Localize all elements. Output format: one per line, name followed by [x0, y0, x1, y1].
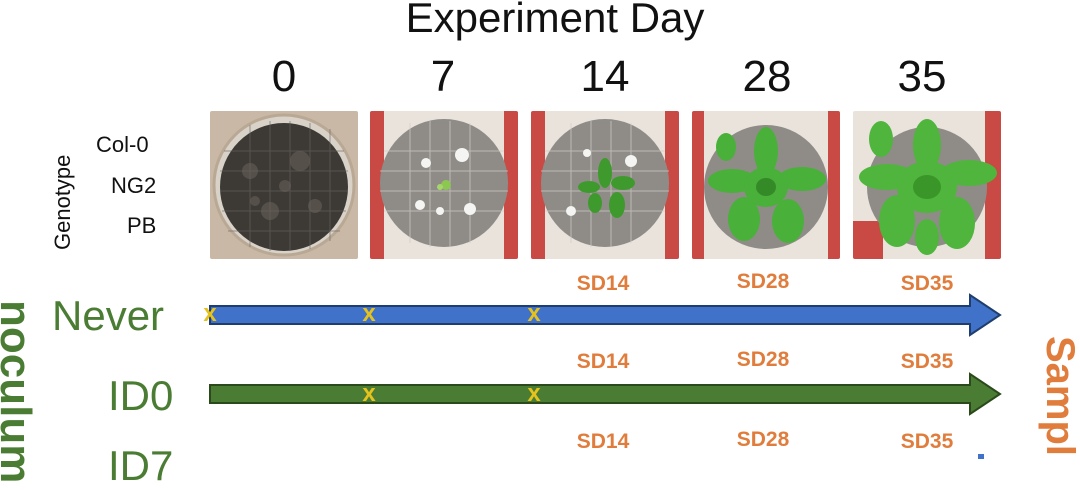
sample-label-sd35: SD35	[900, 272, 954, 295]
sample-label-sd28: SD28	[736, 428, 790, 451]
sample-label-sd28: SD28	[736, 270, 790, 293]
row-label-id7: ID7	[108, 442, 174, 489]
sample-label-sd14: SD14	[576, 272, 630, 295]
plant-photo-day-14	[531, 111, 679, 259]
sampling-side-label: Sampl	[1038, 336, 1080, 457]
day-label-7: 7	[430, 52, 456, 101]
sample-label-sd35: SD35	[900, 430, 954, 453]
row-label-never: Never	[52, 292, 165, 339]
sample-label-sd28: SD28	[736, 348, 790, 371]
genotype-axis-label: Genotype	[50, 154, 75, 250]
plant-photo-day-28	[692, 111, 840, 259]
day-label-35: 35	[897, 52, 947, 101]
genotype-col0: Col-0	[96, 132, 149, 157]
plant-photo-day-35	[853, 111, 1001, 259]
timeline-arrow-id0	[209, 372, 1002, 416]
inoculation-mark: x	[203, 300, 217, 327]
inoculation-mark: x	[362, 300, 376, 327]
timeline-arrow-id7	[978, 454, 984, 459]
inoculation-mark: x	[527, 380, 541, 407]
experiment-day-title: Experiment Day	[405, 0, 705, 41]
inoculation-mark: x	[527, 300, 541, 327]
day-label-28: 28	[742, 52, 792, 101]
timeline-arrow-never	[209, 293, 1002, 337]
sample-label-sd14: SD14	[576, 430, 630, 453]
genotype-pb: PB	[127, 213, 157, 238]
inoculation-mark: x	[362, 380, 376, 407]
row-label-id0: ID0	[108, 372, 174, 419]
day-label-14: 14	[580, 52, 630, 101]
plant-photo-day-7	[370, 111, 518, 259]
sample-label-sd35: SD35	[900, 350, 954, 373]
sample-label-sd14: SD14	[576, 350, 630, 373]
inoculum-side-label: noculum	[0, 300, 40, 484]
plant-photo-day-0	[210, 111, 358, 259]
genotype-ng2: NG2	[111, 173, 157, 198]
day-label-0: 0	[271, 52, 297, 101]
